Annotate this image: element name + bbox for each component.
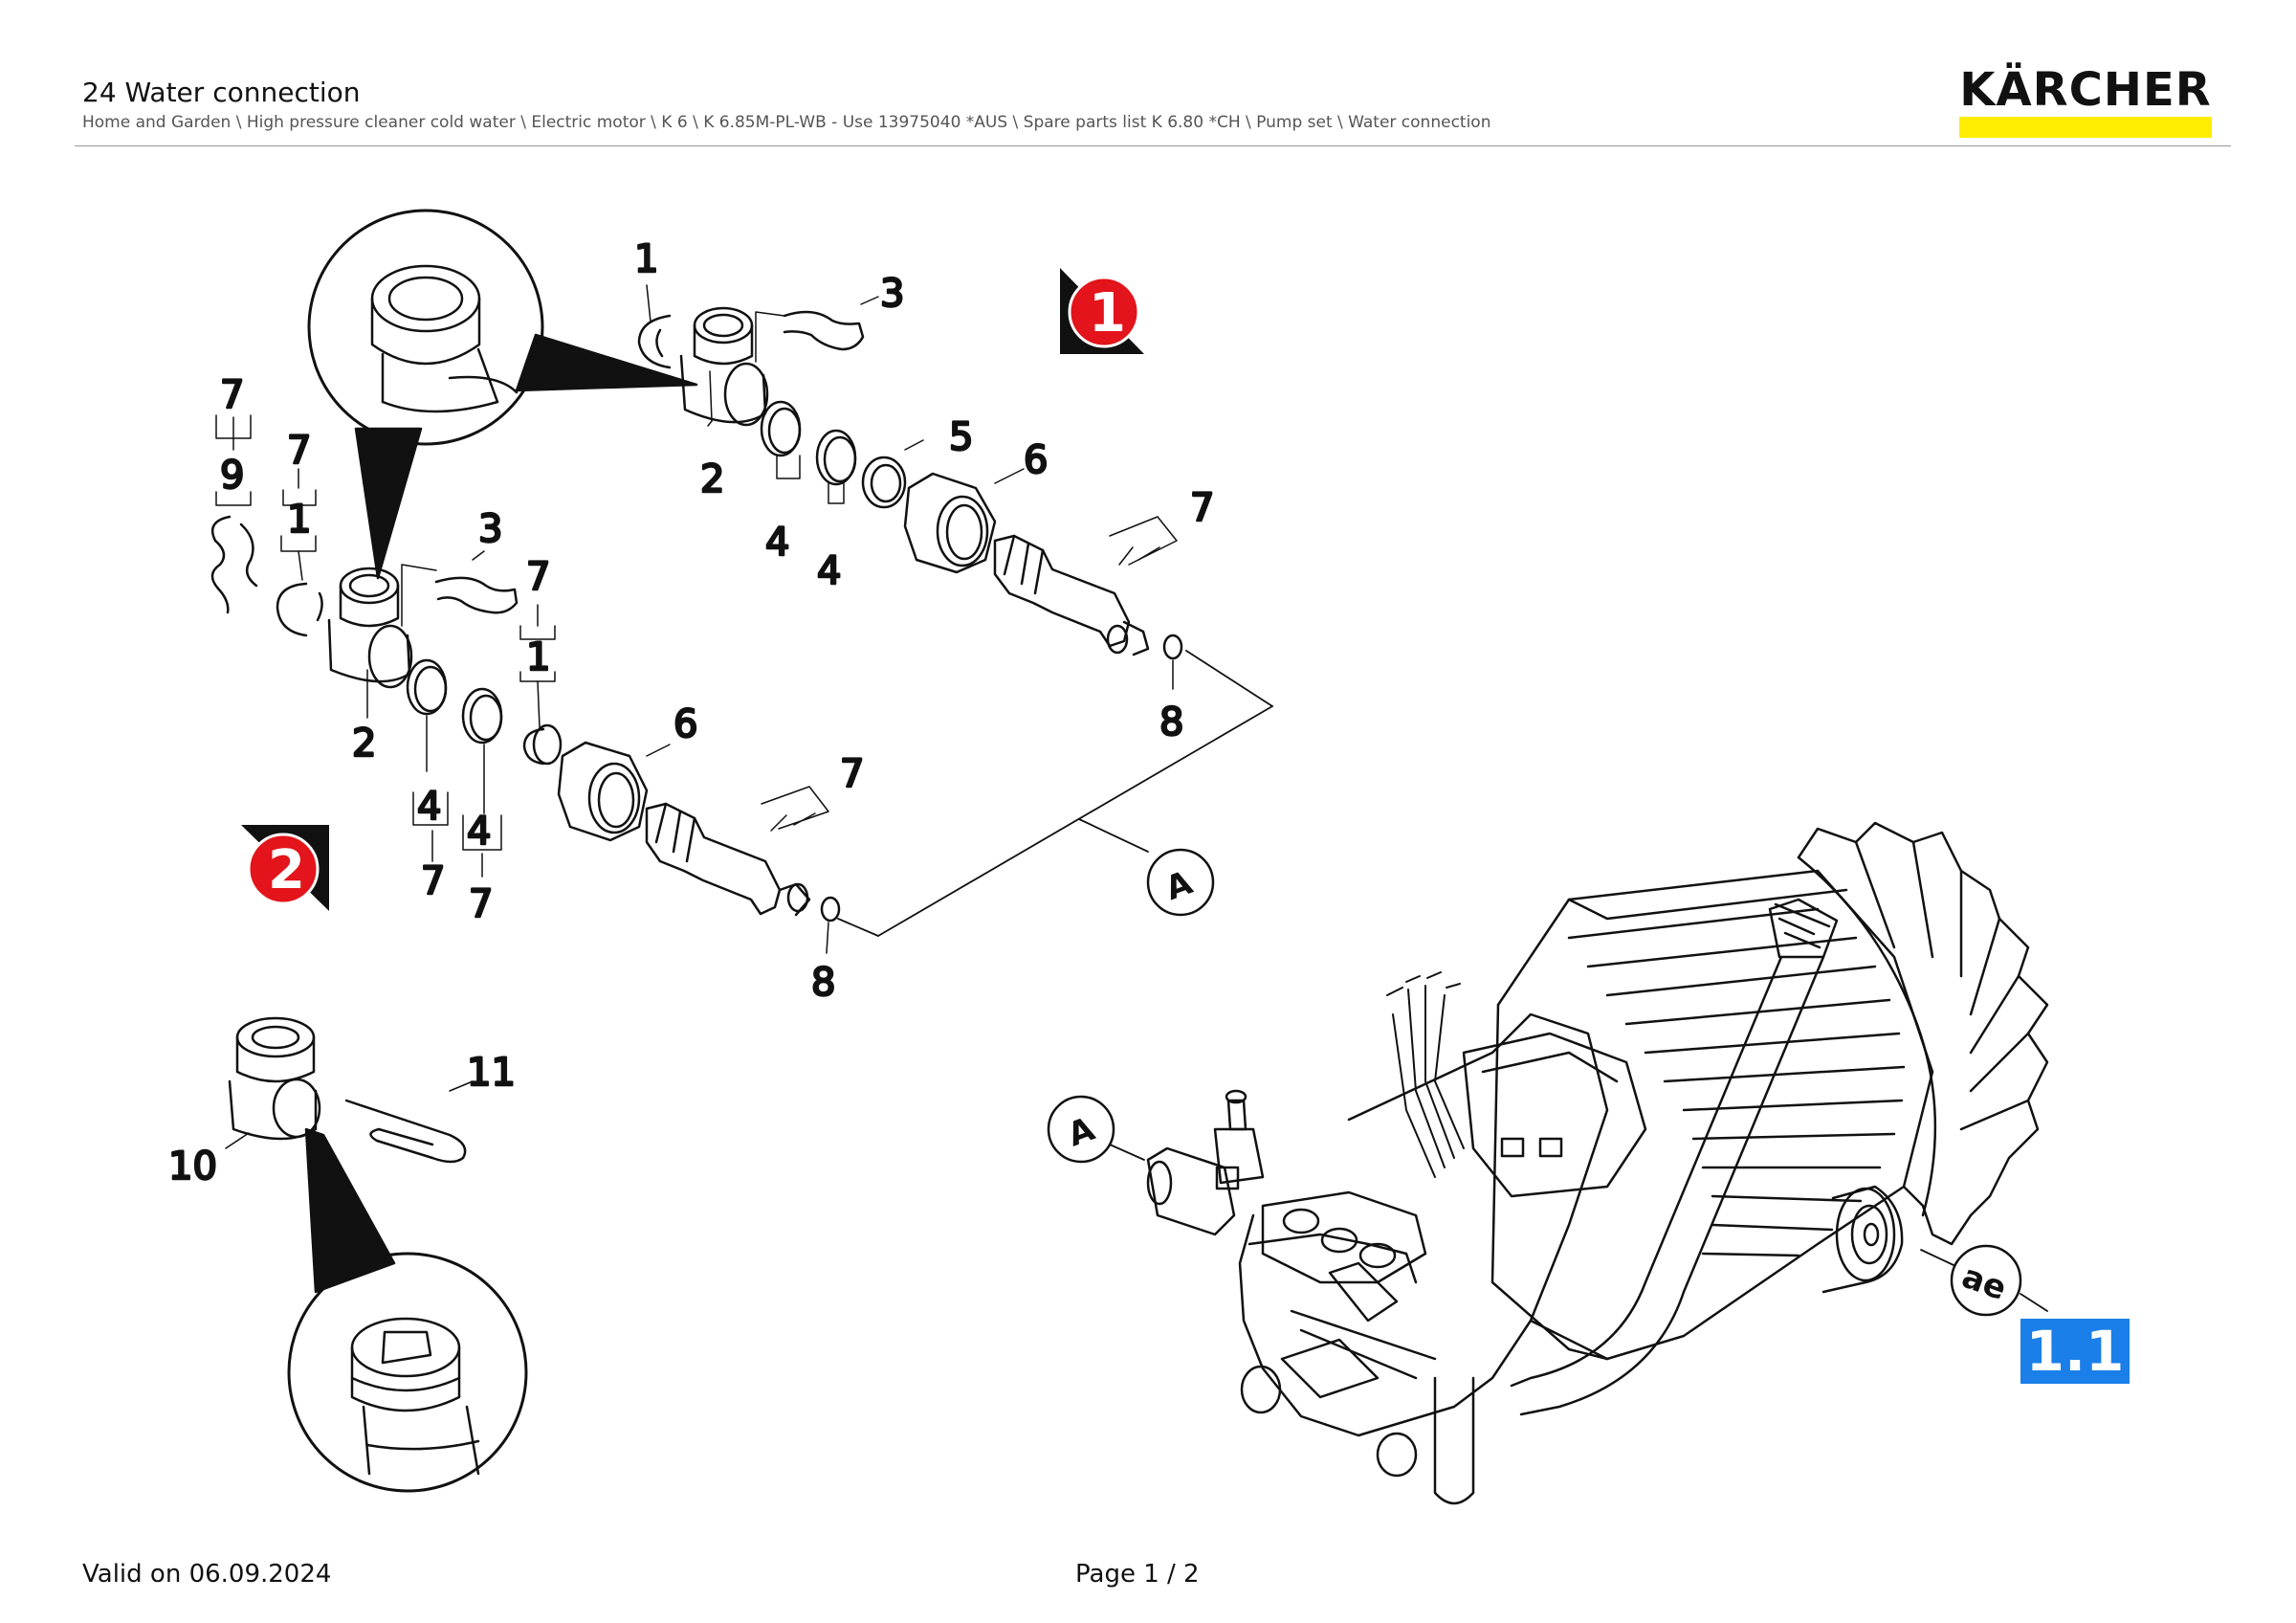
pump-head (1238, 1012, 1609, 1505)
callout-10: 10 (168, 1145, 217, 1189)
callout-11: 11 (467, 1051, 516, 1095)
reference-badge-1-1[interactable]: 1.1 (2020, 1319, 2130, 1384)
brand-logo: KÄRCHER (1959, 63, 2212, 138)
header-divider (75, 145, 2231, 146)
logo-wordmark: KÄRCHER (1959, 63, 2212, 117)
magnifier-pointer-3 (304, 1127, 396, 1294)
leader-lines-1 (646, 284, 1178, 690)
valve-plate (1261, 1190, 1427, 1284)
part-retaining-clip (276, 582, 323, 637)
part-small-o-ring (1162, 634, 1183, 660)
part-retaining-clip (637, 314, 672, 369)
svg-text:1: 1 (1089, 282, 1126, 345)
motor-shaft-end (1821, 1185, 1904, 1294)
svg-text:ae: ae (1957, 1257, 2012, 1308)
callout-3: 3 (880, 272, 904, 316)
detail-magnifier-bottom (287, 1252, 528, 1493)
marker-a-lower: A (1047, 1095, 1145, 1164)
callout-8: 8 (1159, 700, 1183, 745)
part-hairpin-clip (344, 1099, 467, 1164)
footer-page-number: Page 1 / 2 (1075, 1560, 1200, 1589)
callout-6: 6 (673, 702, 697, 746)
part-clip-3 (783, 310, 865, 351)
part-elbow-fitting (679, 306, 769, 427)
marker-a-upper: A (1146, 848, 1215, 917)
callout-3: 3 (478, 507, 502, 551)
callout-1: 1 (634, 237, 658, 281)
callout-7: 7 (421, 859, 445, 903)
svg-text:2: 2 (268, 839, 305, 901)
callout-1: 1 (526, 635, 550, 679)
logo-yellow-bar (1959, 117, 2212, 138)
magnifier-pointer-2 (354, 427, 423, 580)
assembly-variant-2: 7 9 7 1 3 7 1 2 4 4 7 7 6 7 8 (210, 372, 866, 1006)
callout-4: 4 (817, 549, 841, 593)
part-angle-fitting (228, 1016, 321, 1141)
callout-4: 4 (765, 521, 789, 565)
magnifier-pointer-1 (515, 333, 698, 392)
part-small-o-ring (820, 896, 841, 923)
motor-housing (1490, 869, 1934, 1361)
callout-7: 7 (526, 555, 550, 599)
marker-ae: ae (1920, 1244, 2048, 1317)
callout-5: 5 (949, 415, 973, 459)
assembly-angle-fitting: 10 11 (167, 1016, 528, 1493)
svg-text:A: A (1160, 863, 1198, 908)
callout-9: 9 (220, 454, 244, 498)
callout-1: 1 (287, 498, 311, 542)
inlet-connector (1146, 1089, 1265, 1236)
part-union-nut (903, 472, 997, 574)
motor-pump-assembly (1146, 821, 2049, 1505)
detail-magnifier-top (307, 209, 544, 446)
part-nozzle-insert (645, 802, 811, 917)
terminal-block (1462, 1032, 1647, 1198)
leader-lines-2 (215, 414, 829, 954)
callout-7: 7 (1190, 486, 1214, 530)
footer-valid-date: Valid on 06.09.2024 (82, 1560, 332, 1589)
page-title: 24 Water connection (82, 77, 361, 108)
variant-badge-1: 1 (1060, 268, 1144, 354)
variant-badge-2: 2 (241, 825, 329, 911)
part-spring-clip (210, 515, 258, 614)
callout-8: 8 (811, 961, 835, 1005)
callout-2: 2 (352, 722, 376, 766)
callout-7: 7 (287, 429, 311, 473)
callout-4: 4 (467, 810, 491, 854)
breadcrumb: Home and Garden \ High pressure cleaner … (82, 113, 1491, 132)
callout-4: 4 (417, 785, 441, 829)
callout-7: 7 (840, 752, 864, 796)
part-clip-3 (434, 576, 519, 614)
pressure-hose (1510, 898, 1839, 1416)
callout-7: 7 (220, 373, 244, 417)
assembly-variant-1: 1 2 3 4 4 5 6 7 8 (307, 209, 1216, 745)
motor-wiring (1386, 971, 1465, 1178)
callout-6: 6 (1024, 438, 1048, 482)
part-union-nut (557, 741, 649, 842)
cooling-fan (1797, 821, 2049, 1246)
svg-text:A: A (1063, 1110, 1100, 1155)
part-nozzle-insert (993, 534, 1150, 656)
reference-lines-a (837, 650, 1273, 937)
callout-7: 7 (469, 882, 493, 926)
magnified-angle-fitting (350, 1317, 480, 1476)
part-retaining-clip (522, 727, 545, 766)
part-washer (861, 456, 907, 509)
part-elbow-fitting (327, 567, 413, 689)
magnified-fitting (370, 264, 519, 413)
callout-2: 2 (700, 457, 724, 501)
